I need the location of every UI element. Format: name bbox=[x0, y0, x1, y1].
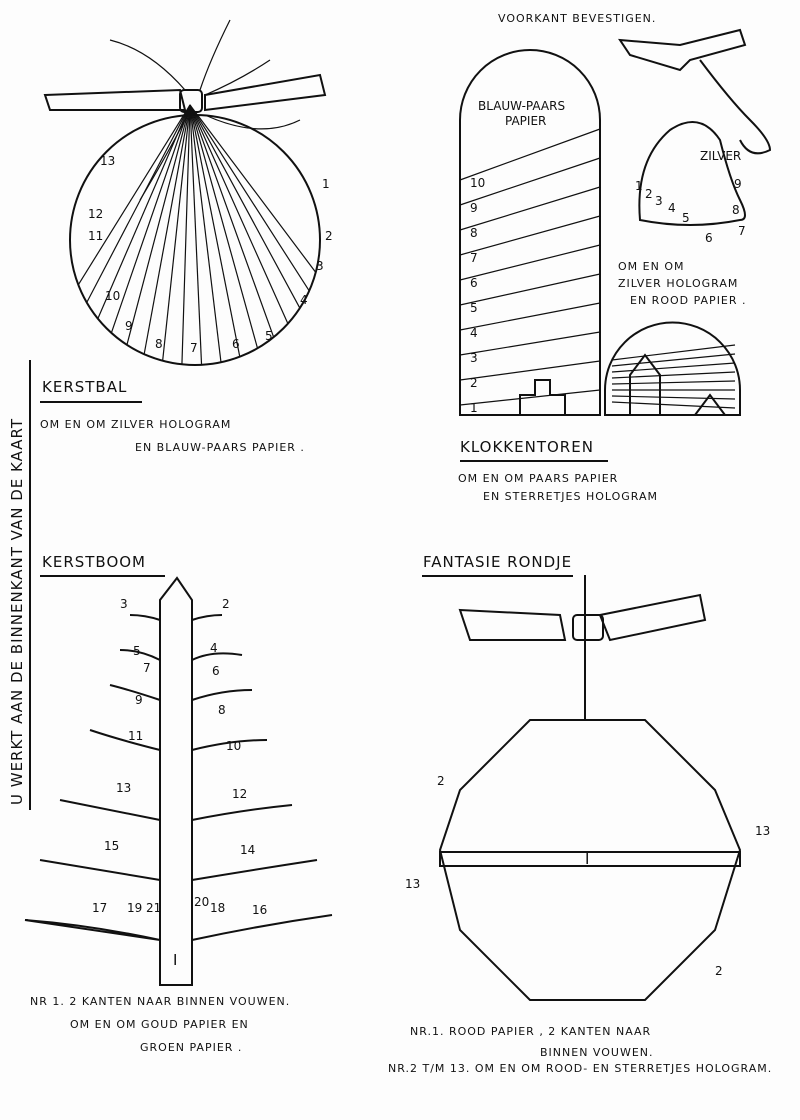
kerstboom-number: 11 bbox=[128, 729, 143, 743]
kerstbal-diagram bbox=[43, 19, 327, 366]
klokkentoren-number: 7 bbox=[470, 251, 478, 265]
kerstboom-number: 19 bbox=[127, 901, 142, 915]
klok-number: 4 bbox=[668, 201, 676, 215]
klok-number: 3 bbox=[655, 194, 663, 208]
kerstboom-number: 20 bbox=[194, 895, 209, 909]
klokkentoren-title: KLOKKENTOREN bbox=[460, 438, 594, 456]
fantasie-label-2-bottom: 2 bbox=[715, 964, 723, 978]
klok-diagram bbox=[618, 28, 772, 226]
kerstboom-number: 16 bbox=[252, 903, 267, 917]
kerstbal-number: 13 bbox=[100, 154, 115, 168]
kerstbal-number: 12 bbox=[88, 207, 103, 221]
klok-line3: EN ROOD PAPIER . bbox=[630, 294, 747, 307]
kerstbal-number: 5 bbox=[265, 329, 273, 343]
kerstboom-number: 13 bbox=[116, 781, 131, 795]
klokkentoren-number: 2 bbox=[470, 376, 478, 390]
kerstboom-number: 12 bbox=[232, 787, 247, 801]
kerstbal-number: 6 bbox=[232, 337, 240, 351]
kerstboom-number: 9 bbox=[135, 693, 143, 707]
fantasie-diagram bbox=[438, 575, 742, 1001]
bell-bow-icon bbox=[618, 28, 747, 72]
top-note: VOORKANT BEVESTIGEN. bbox=[498, 12, 656, 25]
kerstbal-number: 3 bbox=[316, 259, 324, 273]
ornament-bow-icon bbox=[458, 593, 707, 642]
kerstboom-number: 3 bbox=[120, 597, 128, 611]
kerstbal-number: 2 bbox=[325, 229, 333, 243]
klokkentoren-number: 9 bbox=[470, 201, 478, 215]
kerstboom-number: 2 bbox=[222, 597, 230, 611]
fantasie-line1: NR.1. ROOD PAPIER , 2 KANTEN NAAR bbox=[410, 1025, 651, 1038]
kerstboom-line1: NR 1. 2 KANTEN NAAR BINNEN VOUWEN. bbox=[30, 995, 290, 1008]
side-label: U WERKT AAN DE BINNENKANT VAN DE KAART bbox=[8, 418, 26, 805]
fantasie-line3: NR.2 T/M 13. OM EN OM ROOD- EN STERRETJE… bbox=[388, 1062, 772, 1075]
kerstboom-number: 5 bbox=[133, 644, 141, 658]
kerstboom-number: 6 bbox=[212, 664, 220, 678]
kerstbal-number: 7 bbox=[190, 341, 198, 355]
kerstboom-number: 7 bbox=[143, 661, 151, 675]
klokkentoren-diagram bbox=[459, 49, 741, 416]
klokkentoren-number: 10 bbox=[470, 176, 485, 190]
kerstboom-number: 8 bbox=[218, 703, 226, 717]
klok-number: 9 bbox=[734, 177, 742, 191]
kerstboom-title: KERSTBOOM bbox=[42, 553, 146, 571]
fantasie-label-2-top: 2 bbox=[437, 774, 445, 788]
kerstboom-number: 10 bbox=[226, 739, 241, 753]
fantasie-label-13-left: 13 bbox=[405, 877, 420, 891]
kerstboom-line2: OM EN OM GOUD PAPIER EN bbox=[70, 1018, 249, 1031]
fantasie-line2: BINNEN VOUWEN. bbox=[540, 1046, 654, 1059]
klokkentoren-number: 5 bbox=[470, 301, 478, 315]
kerstboom-number: 18 bbox=[210, 901, 225, 915]
klok-number: 8 bbox=[732, 203, 740, 217]
klok-number: 7 bbox=[738, 224, 746, 238]
kerstboom-number: 15 bbox=[104, 839, 119, 853]
kerstbal-line1: OM EN OM ZILVER HOLOGRAM bbox=[40, 418, 231, 431]
kerstbal-number: 1 bbox=[322, 177, 330, 191]
fantasie-title: FANTASIE RONDJE bbox=[423, 553, 572, 571]
tree-center-label: I bbox=[173, 951, 178, 969]
kerstbal-title: KERSTBAL bbox=[42, 378, 127, 396]
fantasie-label-13-right: 13 bbox=[755, 824, 770, 838]
pine-branch-icon bbox=[109, 19, 301, 201]
kerstbal-number: 9 bbox=[125, 319, 133, 333]
kerstboom-number: 14 bbox=[240, 843, 255, 857]
klok-line1: OM EN OM bbox=[618, 260, 684, 273]
kerstbal-line2: EN BLAUW-PAARS PAPIER . bbox=[135, 441, 305, 454]
kerstbal-number: 4 bbox=[300, 293, 308, 307]
kerstbal-number: 10 bbox=[105, 289, 120, 303]
paper-label-1: BLAUW-PAARS bbox=[478, 99, 565, 113]
klok-label: ZILVER bbox=[700, 149, 741, 163]
paper-label-2: PAPIER bbox=[505, 114, 546, 128]
klokkentoren-line2: EN STERRETJES HOLOGRAM bbox=[483, 490, 658, 503]
bow-icon bbox=[43, 73, 327, 112]
klok-number: 2 bbox=[645, 187, 653, 201]
klokkentoren-number: 1 bbox=[470, 401, 478, 415]
klokkentoren-number: 4 bbox=[470, 326, 478, 340]
kerstboom-number: 21 bbox=[146, 901, 161, 915]
kerstboom-line3: GROEN PAPIER . bbox=[140, 1041, 242, 1054]
klokkentoren-number: 6 bbox=[470, 276, 478, 290]
kerstboom-number: 4 bbox=[210, 641, 218, 655]
klokkentoren-number: 3 bbox=[470, 351, 478, 365]
kerstboom-diagram bbox=[24, 576, 333, 986]
kerstbal-number: 11 bbox=[88, 229, 103, 243]
kerstboom-number: 17 bbox=[92, 901, 107, 915]
klokkentoren-number: 8 bbox=[470, 226, 478, 240]
klok-line2: ZILVER HOLOGRAM bbox=[618, 277, 738, 290]
klok-number: 5 bbox=[682, 211, 690, 225]
klokkentoren-line1: OM EN OM PAARS PAPIER bbox=[458, 472, 618, 485]
klok-number: 1 bbox=[635, 179, 643, 193]
fantasie-center-label: I bbox=[585, 850, 590, 868]
klok-number: 6 bbox=[705, 231, 713, 245]
kerstbal-number: 8 bbox=[155, 337, 163, 351]
